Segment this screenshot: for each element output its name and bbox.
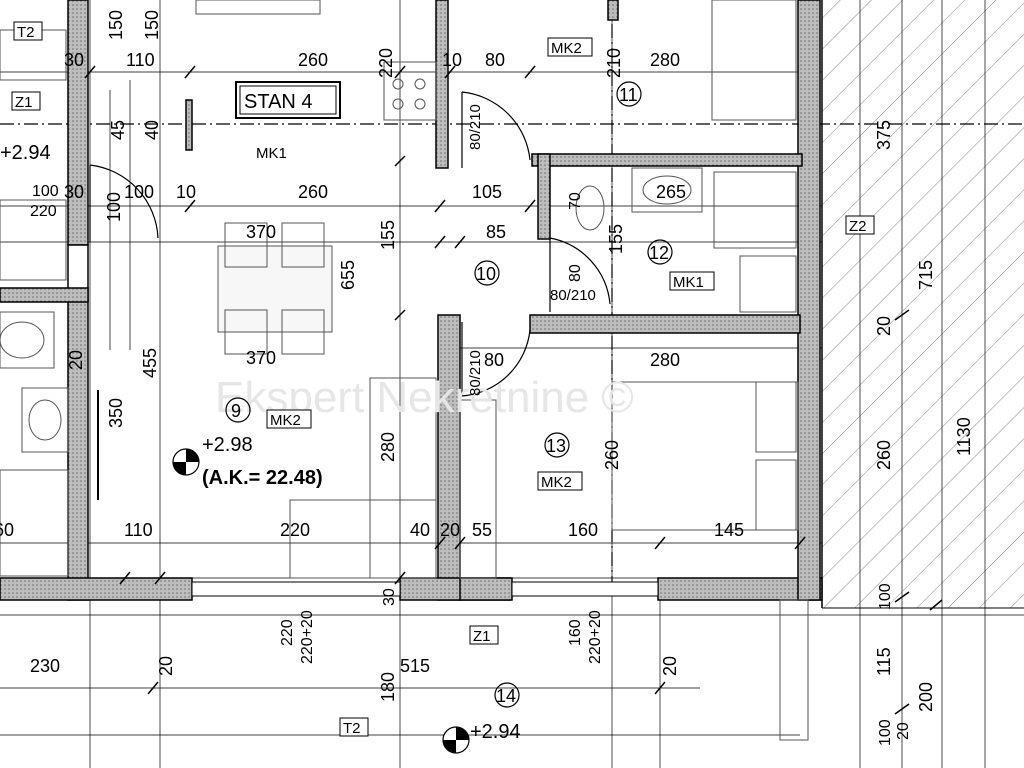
dim-350: 350 [106,398,126,428]
room-12-number: 12 [649,243,669,263]
level-main: +2.98 [202,434,253,456]
room-9-material: MK2 [270,412,301,429]
dim-220-w: 220 [279,619,296,646]
tag-z2-right: Z2 [849,218,867,235]
dim-280-v: 280 [378,432,398,462]
dim-150-b: 150 [142,10,162,40]
dim-260-r: 260 [874,440,894,470]
dim-220-w2: 220+20 [299,610,316,664]
dim-80-top: 80 [485,50,505,70]
dim-155-b: 155 [606,224,626,254]
dim-20-e: 20 [660,656,680,676]
room-9-number: 9 [231,401,241,421]
dim-265: 265 [656,182,686,202]
dim-180: 180 [378,672,398,702]
dim-220-v: 220 [376,48,396,78]
level-symbol-main [172,448,200,476]
room-11-material: MK2 [551,40,582,57]
dim-260-mid: 260 [298,182,328,202]
door-label-1: 80/210 [467,104,484,150]
tag-z1-left: Z1 [15,94,33,111]
tag-t2-top: T2 [17,24,35,41]
dim-100-r: 100 [877,583,894,610]
dim-280-b: 280 [650,350,680,370]
room-14-number: 14 [496,686,516,706]
dim-85: 85 [486,222,506,242]
room-11-number: 11 [619,85,638,105]
dim-110-b: 110 [124,520,153,540]
level-terrace: +2.94 [470,721,521,743]
dim-30-top: 30 [64,50,84,70]
dim-100-r2: 100 [877,719,894,746]
dim-20-c: 20 [440,520,460,540]
windows [191,581,659,597]
dim-20-b: 20 [66,350,86,370]
kitchen-material: MK1 [256,145,287,162]
dim-715: 715 [916,260,936,290]
dim-70: 70 [567,192,584,210]
apartment-title: STAN 4 [244,91,313,113]
dim-40-b: 40 [410,520,430,540]
dim-210-v: 210 [604,48,624,78]
level-left: +2.94 [0,142,51,164]
dim-370-a: 370 [246,222,276,242]
dim-100-a: 100 [32,183,59,200]
dimension-ticks [84,65,943,715]
dim-375: 375 [874,120,894,150]
dim-155-a: 155 [378,220,398,250]
dim-230: 230 [30,656,60,676]
dim-20-f: 20 [895,722,912,740]
dim-40: 40 [142,120,162,140]
dim-260-v: 260 [602,440,622,470]
door-label-3: 80/210 [467,350,484,396]
dim-10-b: 10 [176,182,196,202]
dim-1130: 1130 [954,417,974,456]
dim-105: 105 [472,182,502,202]
dim-160-w2: 220+20 [587,610,604,664]
tag-t2-bottom: T2 [343,720,361,737]
door-label-2: 80/210 [550,287,596,304]
room-12-material: MK1 [673,274,704,291]
dim-145: 145 [714,520,744,540]
door-swings [89,91,611,397]
dim-30-mid: 30 [64,182,84,202]
tag-z1-bottom: Z1 [473,628,491,645]
furniture [0,0,809,741]
area-label: (A.K.= 22.48) [202,467,323,489]
dim-160-w: 160 [567,619,584,646]
dim-220-l: 220 [30,203,57,220]
dim-515: 515 [400,656,430,676]
dim-45: 45 [108,120,128,140]
dim-100-h: 100 [124,182,154,202]
dim-30-b: 30 [381,588,398,606]
dim-10-a: 10 [442,50,462,70]
dim-20-d: 20 [156,656,176,676]
material-tag-boxes [11,21,875,737]
dim-200: 200 [916,682,936,712]
dim-220-b: 220 [280,520,310,540]
dim-100-v: 100 [104,192,124,222]
dim-370-b: 370 [246,348,276,368]
dim-80-c: 80 [484,350,504,370]
dim-280-top: 280 [650,50,680,70]
dim-110-top: 110 [126,50,155,70]
room-10-number: 10 [476,264,496,284]
dim-115: 115 [874,647,894,676]
exterior-hatch [822,0,1024,608]
dim-160: 160 [568,520,598,540]
walls [0,0,823,601]
level-symbol-terrace [442,726,470,754]
room-markers [225,81,673,708]
dim-80-mid: 80 [567,264,584,282]
dim-260-top: 260 [298,50,328,70]
dim-455: 455 [140,348,160,378]
dim-150-a: 150 [106,10,126,40]
room-13-number: 13 [546,436,566,456]
dim-55: 55 [472,520,492,540]
dim-60: 60 [0,520,14,540]
dim-20-a: 20 [874,316,894,336]
room-13-material: MK2 [541,474,572,491]
dim-655: 655 [338,260,358,290]
